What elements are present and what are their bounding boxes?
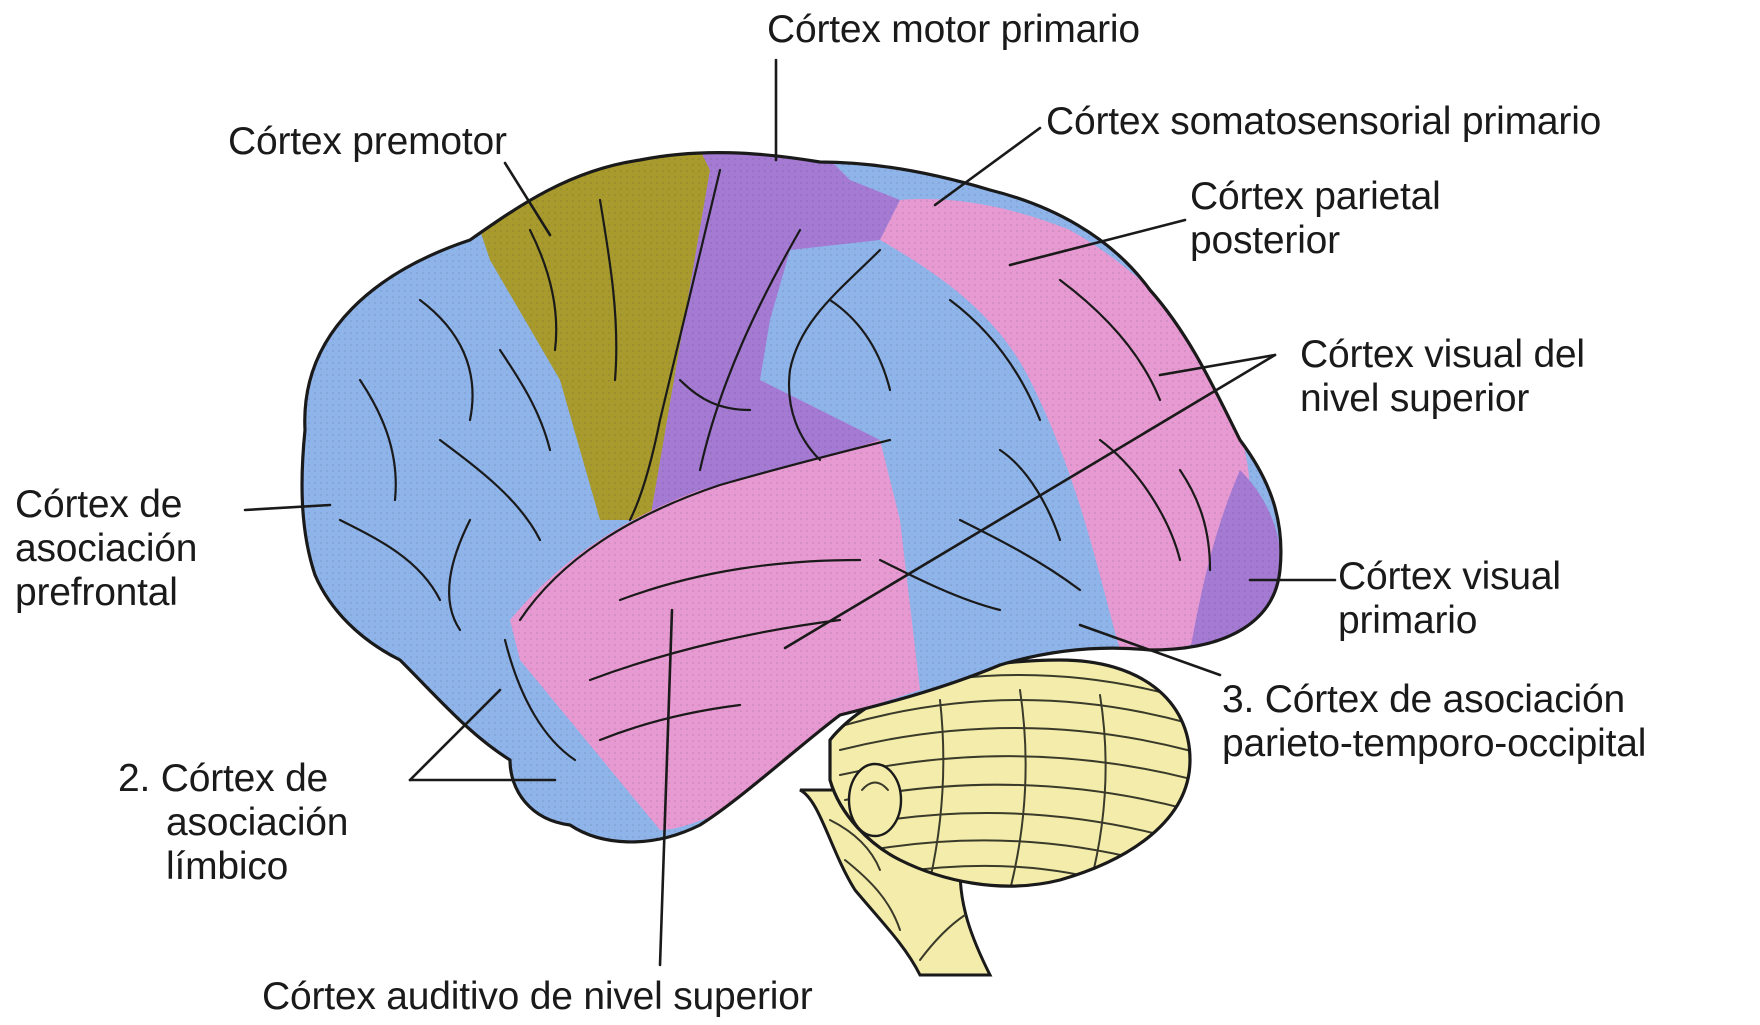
label-prefrontal-line3: prefrontal xyxy=(15,571,197,615)
label-prefrontal-line1: Córtex de xyxy=(15,483,197,527)
label-posterior-parietal-cortex: Córtex parietal posterior xyxy=(1190,175,1441,263)
label-somatosensory-cortex: Córtex somatosensorial primario xyxy=(1046,100,1601,144)
label-prefrontal-line2: asociación xyxy=(15,527,197,571)
label-higher-visual-cortex: Córtex visual del nivel superior xyxy=(1300,333,1585,421)
label-higher-auditory-cortex: Córtex auditivo de nivel superior xyxy=(262,975,813,1019)
label-limbic-line3: límbico xyxy=(118,845,348,889)
label-pto-line2: parieto-temporo-occipital xyxy=(1222,722,1646,766)
label-limbic-line1: 2. Córtex de xyxy=(118,757,348,801)
label-prefrontal-association-cortex: Córtex de asociación prefrontal xyxy=(15,483,197,615)
label-limbic-line2: asociación xyxy=(118,801,348,845)
label-premotor-cortex: Córtex premotor xyxy=(228,120,507,164)
label-pto-line1: 3. Córtex de asociación xyxy=(1222,678,1646,722)
label-primary-visual-line2: primario xyxy=(1338,599,1561,643)
label-parieto-temporo-occipital-cortex: 3. Córtex de asociación parieto-temporo-… xyxy=(1222,678,1646,766)
label-higher-visual-line1: Córtex visual del xyxy=(1300,333,1585,377)
label-primary-visual-cortex: Córtex visual primario xyxy=(1338,555,1561,643)
label-posterior-parietal-line1: Córtex parietal xyxy=(1190,175,1441,219)
label-limbic-association-cortex: 2. Córtex de asociación límbico xyxy=(118,757,348,889)
label-primary-visual-line1: Córtex visual xyxy=(1338,555,1561,599)
label-posterior-parietal-line2: posterior xyxy=(1190,219,1441,263)
label-higher-visual-line2: nivel superior xyxy=(1300,377,1585,421)
label-motor-cortex: Córtex motor primario xyxy=(767,8,1140,52)
